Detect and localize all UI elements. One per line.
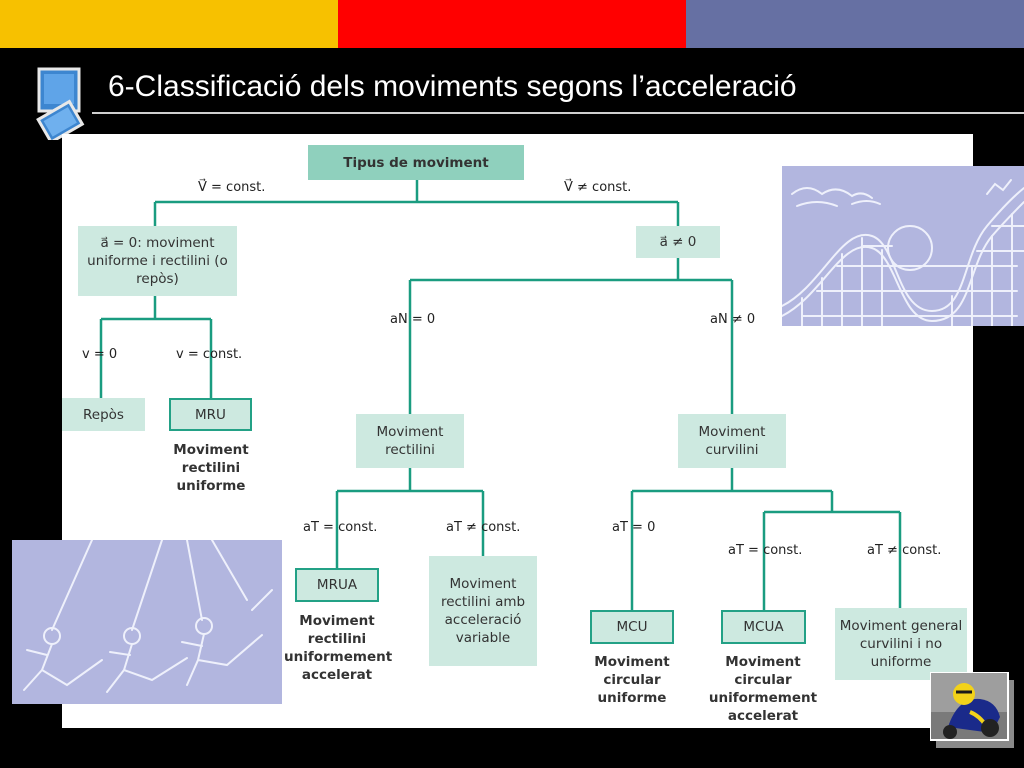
box-mcua: MCUA <box>721 610 806 644</box>
connector-root <box>153 180 680 226</box>
box-mcu: MCU <box>590 610 674 644</box>
caption-mcua: Moviment circular uniformement accelerat <box>708 654 818 724</box>
title-underline <box>92 112 1024 114</box>
monitor-icon <box>36 67 85 140</box>
edge-label-v-zero: v = 0 <box>82 347 118 362</box>
edge-label-v-const-lower: v = const. <box>176 347 243 362</box>
header-band-yellow <box>0 0 338 48</box>
caption-mru: Moviment rectilini uniforme <box>173 442 249 494</box>
box-a-not-zero: a⃗ ≠ 0 <box>636 226 720 258</box>
edge-label-at-const-left: aT = const. <box>303 520 378 535</box>
box-mru: MRU <box>169 398 252 431</box>
connector-curvili <box>630 468 902 610</box>
box-a-zero: a⃗ = 0: moviment uniforme i rectilini (o… <box>78 226 237 296</box>
box-rect-variable: Moviment rectilini amb acceleració varia… <box>429 556 537 666</box>
box-general: Moviment general curvilini i no uniforme <box>835 608 967 680</box>
edge-label-an-zero: aN = 0 <box>390 312 436 327</box>
edge-label-at-zero: aT = 0 <box>612 520 656 535</box>
box-rectilini: Moviment rectilini <box>356 414 464 468</box>
edge-label-v-const: V⃗ = const. <box>198 180 266 195</box>
edge-label-at-not-const-left: aT ≠ const. <box>446 520 521 535</box>
connector-a-zero <box>99 294 213 398</box>
edge-label-at-not-const-right: aT ≠ const. <box>867 543 942 558</box>
edge-label-an-not-zero: aN ≠ 0 <box>710 312 756 327</box>
connector-lines <box>99 180 902 610</box>
edge-label-v-not-const: V⃗ ≠ const. <box>564 180 632 195</box>
connector-a-not-zero <box>408 258 734 414</box>
box-root: Tipus de moviment <box>308 145 524 180</box>
caption-mrua: Moviment rectilini uniformement accelera… <box>284 613 393 683</box>
slide-title: 6-Classificació dels moviments segons l’… <box>108 70 797 103</box>
box-repos: Repòs <box>62 398 145 431</box>
box-curvili: Moviment curvilini <box>678 414 786 468</box>
caption-mcu: Moviment circular uniforme <box>594 654 670 706</box>
box-mrua: MRUA <box>295 568 379 602</box>
motorcycle-racer-image <box>930 672 1014 748</box>
roller-coaster-image <box>782 166 1024 326</box>
header-band-purple <box>686 0 1024 48</box>
header-band-red <box>338 0 686 48</box>
edge-label-at-const-right: aT = const. <box>728 543 803 558</box>
pendulum-figures-image <box>12 540 282 704</box>
connector-rectilini <box>335 468 485 568</box>
